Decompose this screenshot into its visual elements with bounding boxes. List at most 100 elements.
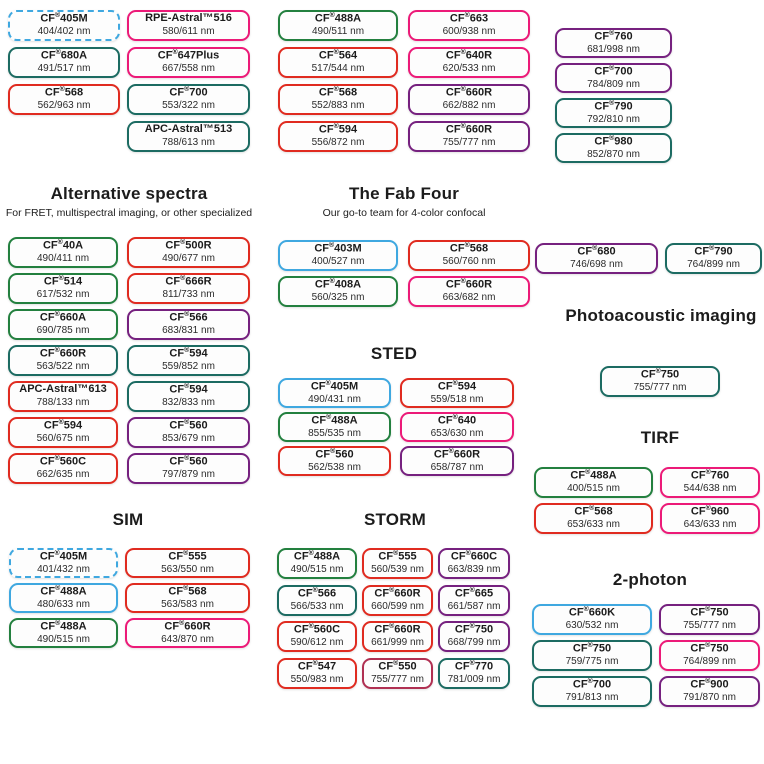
dye-wavelengths: 662/635 nm	[36, 469, 90, 481]
dye-wavelengths: 490/411 nm	[36, 253, 90, 265]
section-header-alternative-spectra: Alternative spectra For FRET, multispect…	[4, 184, 254, 219]
dye-wavelengths: 658/787 nm	[430, 461, 484, 473]
dye-wavelengths: 617/532 nm	[36, 289, 90, 301]
dye-wavelengths: 562/538 nm	[308, 461, 361, 473]
dye-wavelengths: 563/583 nm	[161, 598, 214, 610]
dye-wavelengths: 852/870 nm	[587, 148, 640, 160]
dye-name: CF®403M	[314, 242, 362, 255]
dye-wavelengths: 755/777 nm	[371, 673, 424, 685]
dye-wavelengths: 491/517 nm	[37, 63, 91, 75]
dye-wavelengths: 661/999 nm	[371, 637, 424, 649]
dye-wavelengths: 556/872 nm	[311, 137, 365, 149]
dye-name: CF®568	[318, 86, 358, 99]
dye-name: CF®594	[169, 347, 208, 360]
dye-wavelengths: 553/322 nm	[162, 100, 215, 112]
dye-name: CF®405M	[310, 379, 359, 393]
dye-name: CF®760	[594, 29, 633, 43]
dye-wavelengths: 668/799 nm	[447, 637, 501, 649]
dye-wavelengths: 544/638 nm	[683, 483, 737, 495]
dye-name: CF®750	[572, 642, 612, 655]
dye-wavelengths: 811/733 nm	[162, 289, 215, 301]
dye-name: CF®408A	[314, 278, 362, 291]
section-header-2-photon: 2-photon	[550, 570, 750, 590]
dye-name: CF®560C	[39, 455, 87, 468]
dye-name: CF®665	[454, 586, 494, 600]
dye-name: CF®750	[690, 642, 729, 655]
dye-wavelengths: 683/831 nm	[162, 325, 215, 337]
dye-wavelengths: 781/009 nm	[447, 673, 501, 685]
dye-name: CF®750	[454, 623, 494, 636]
dye-wavelengths: 663/682 nm	[442, 292, 496, 304]
dye-wavelengths: 490/677 nm	[162, 253, 215, 265]
dye-wavelengths: 401/432 nm	[37, 563, 90, 575]
dye-name: CF®405M	[40, 12, 88, 25]
dye-wavelengths: 643/870 nm	[161, 633, 214, 645]
dye-name: CF®488A	[40, 619, 87, 633]
dye-name: CF®488A	[40, 584, 87, 598]
dye-name: CF®700	[572, 678, 612, 691]
dye-wavelengths: 788/613 nm	[162, 137, 215, 149]
dye-wavelengths: 490/511 nm	[311, 26, 365, 38]
dye-wavelengths: 788/133 nm	[36, 397, 90, 409]
dye-name: CF®594	[169, 383, 208, 396]
section-header-sted: STED	[278, 344, 510, 364]
dye-name: CF®564	[318, 49, 358, 62]
fab-four-title: The Fab Four	[348, 184, 460, 203]
dye-name: CF®488A	[293, 550, 341, 563]
dye-wavelengths: 562/963 nm	[37, 100, 91, 112]
dye-wavelengths: 755/777 nm	[683, 620, 736, 632]
dye-wavelengths: 791/813 nm	[565, 692, 619, 704]
sim-title: SIM	[112, 510, 144, 529]
dye-name: CF®647Plus	[157, 49, 220, 62]
dye-wavelengths: 566/533 nm	[290, 600, 344, 612]
dye-name: CF®660K	[568, 606, 616, 619]
dye-wavelengths: 490/515 nm	[290, 564, 344, 576]
dye-name: CF®566	[297, 586, 337, 600]
dye-wavelengths: 517/544 nm	[311, 63, 365, 75]
dye-name: CF®568	[574, 505, 613, 518]
dye-wavelengths: 855/535 nm	[308, 427, 361, 439]
fab-four-subtitle: Our go-to team for 4-color confocal	[322, 206, 486, 219]
dye-name: RPE-Astral™516	[145, 12, 232, 25]
dye-name: CF®666R	[165, 275, 212, 288]
section-header-fab-four: The Fab Four Our go-to team for 4-color …	[278, 184, 530, 219]
dye-wavelengths: 755/777 nm	[633, 382, 687, 394]
dye-wavelengths: 764/899 nm	[687, 259, 740, 271]
dye-name: CF®594	[437, 379, 477, 393]
dye-wavelengths: 667/558 nm	[162, 63, 215, 75]
dye-wavelengths: 653/633 nm	[567, 519, 620, 531]
dye-name: CF®555	[378, 550, 417, 563]
